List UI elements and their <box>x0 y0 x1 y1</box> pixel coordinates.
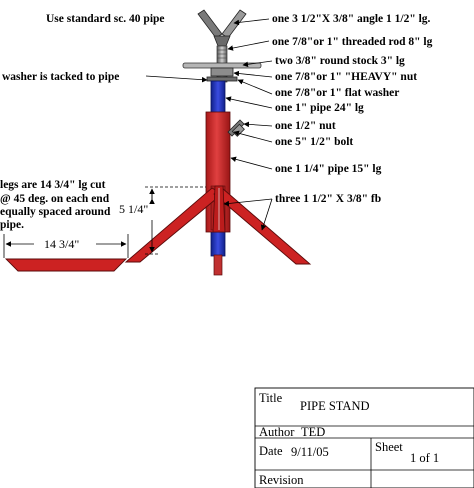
flat-washer <box>206 76 238 82</box>
legs-note-line-3: equally spaced around <box>0 206 111 218</box>
dimension-vertical-label: 5 1/4" <box>119 202 148 216</box>
sheet-value: 1 of 1 <box>410 451 439 465</box>
pipe-standard-note: Use standard sc. 40 pipe <box>46 13 165 25</box>
leg-detail <box>4 258 128 272</box>
callout-angle: one 3 1/2"X 3/8" angle 1 1/2" lg. <box>272 13 431 25</box>
legs-note-line-4: pipe. <box>0 219 24 231</box>
leader-lines <box>145 18 273 231</box>
callout-heavy-nut: one 7/8"or 1" "HEAVY" nut <box>275 71 417 83</box>
heavy-nut <box>210 67 234 77</box>
revision-label: Revision <box>259 473 304 487</box>
legs-note-line-1: legs are 14 3/4" lg cut <box>0 179 106 191</box>
callout-bolt: one 5" 1/2" bolt <box>275 136 353 148</box>
legs-note-line-2: @ 45 deg. on each end <box>0 193 110 205</box>
title-label: Title <box>259 391 283 405</box>
title-value: PIPE STAND <box>300 399 370 413</box>
callout-flat-washer: one 7/8"or 1" flat washer <box>275 87 399 99</box>
date-value: 9/11/05 <box>291 445 329 459</box>
sheet-label: Sheet <box>375 440 403 454</box>
one-inch-pipe <box>210 80 226 116</box>
callout-flat-bar: three 1 1/2" X 3/8" fb <box>275 193 381 205</box>
callout-round-stock: two 3/8" round stock 3" lg <box>275 55 405 67</box>
callout-outer-pipe: one 1 1/4" pipe 15" lg <box>275 163 382 175</box>
dimension-vertical <box>145 186 206 255</box>
callout-threaded-rod: one 7/8"or 1" threaded rod 8" lg <box>272 36 433 48</box>
dimension-horizontal-label: 14 3/4" <box>44 237 79 251</box>
dimension-horizontal <box>3 234 129 258</box>
pipe-stand-assembly <box>4 9 312 276</box>
title-block: Title PIPE STAND Author TED Date 9/11/05… <box>254 387 474 488</box>
callout-one-inch-pipe: one 1" pipe 24" lg <box>275 102 364 114</box>
rod-end <box>213 254 223 276</box>
callout-half-nut: one 1/2" nut <box>275 120 336 132</box>
date-label: Date <box>259 444 283 458</box>
author-label: Author <box>259 425 295 439</box>
author-value: TED <box>301 425 325 439</box>
washer-tacked-note: washer is tacked to pipe <box>2 71 119 83</box>
v-angle-head <box>197 9 247 47</box>
